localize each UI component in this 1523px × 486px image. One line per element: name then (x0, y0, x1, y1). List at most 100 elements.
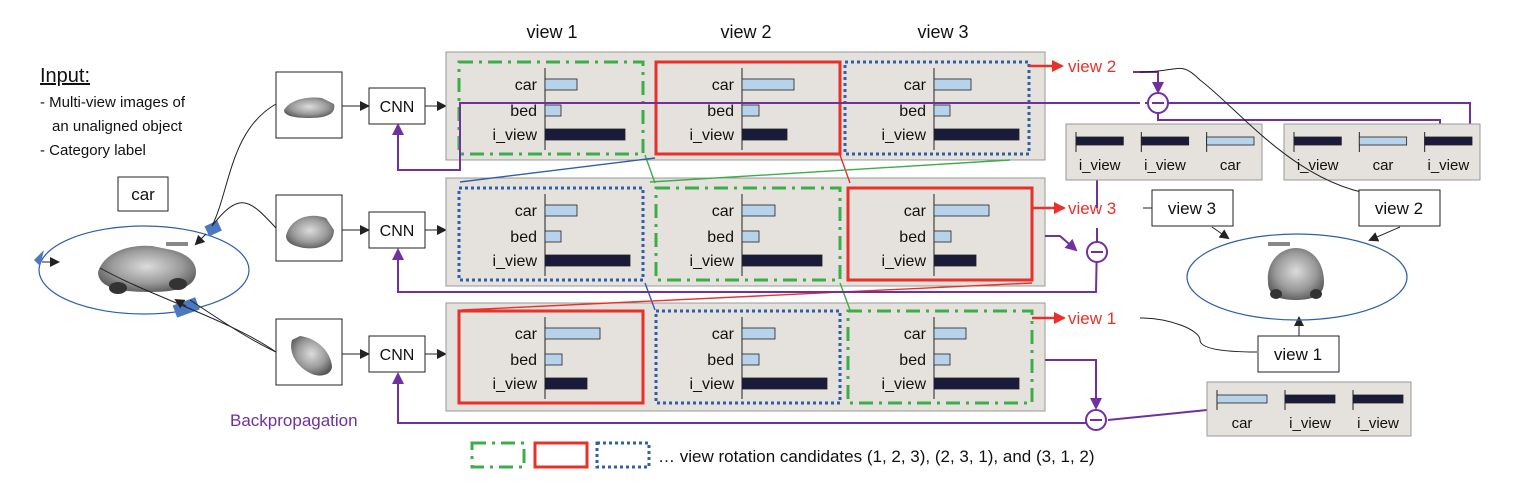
bar-label-i_view: i_view (690, 127, 735, 144)
cnn-box-1 (368, 87, 426, 125)
candidate-blue-r2 (457, 186, 645, 282)
right-view-box-3 (1151, 189, 1234, 227)
target-bar-car (1358, 136, 1408, 146)
target-label-i_view: i_view (1427, 157, 1469, 174)
target-label-car: car (1232, 415, 1253, 432)
cnn-box-2 (368, 211, 426, 249)
bar-label-bed: bed (510, 103, 537, 120)
bar-car (544, 78, 578, 91)
bar-label-bed: bed (510, 229, 537, 246)
bar-bed (741, 353, 760, 366)
bar-label-i_view: i_view (882, 376, 927, 393)
bar-i_view (544, 128, 626, 141)
target-bar-car (1206, 136, 1255, 146)
target-label-i_view: i_view (1079, 157, 1121, 174)
right-view-box-1 (1257, 335, 1340, 373)
bar-label-bed: bed (899, 103, 926, 120)
target-label-i_view: i_view (1297, 157, 1339, 174)
aligned-car-render (1267, 242, 1324, 300)
right-view-box-2 (1358, 189, 1441, 227)
target-bar-i_view (1293, 136, 1342, 146)
bar-i_view (933, 128, 1020, 141)
bar-car (544, 204, 578, 217)
subtract-node-1 (1147, 92, 1169, 114)
category-label: car (131, 185, 155, 204)
bar-label-i_view: i_view (882, 127, 927, 144)
bar-i_view (933, 377, 1020, 390)
output-label-3: view 1 (1068, 309, 1116, 328)
target-bar-car (1216, 394, 1268, 404)
target-bar-i_view (1140, 136, 1190, 146)
view-header-3: view 3 (917, 22, 968, 42)
bar-label-bed: bed (510, 352, 537, 369)
bar-bed (544, 230, 562, 243)
candidate-green-r3 (846, 309, 1034, 405)
subtract-node-2 (1086, 241, 1108, 263)
output-label-2: view 3 (1068, 199, 1116, 218)
category-box (117, 176, 169, 212)
bar-label-car: car (904, 203, 927, 220)
bar-label-bed: bed (707, 352, 734, 369)
view-header-1: view 1 (526, 22, 577, 42)
aligned-object-orbit (1186, 233, 1408, 321)
image-thumb-3 (275, 318, 343, 386)
legend-swatch-red (533, 441, 589, 469)
bar-bed (933, 353, 951, 366)
bar-i_view (741, 128, 788, 141)
bar-label-car: car (712, 203, 735, 220)
target-label-i_view: i_view (1144, 157, 1186, 174)
subtract-node-3 (1085, 409, 1107, 431)
candidate-red-r2 (846, 186, 1034, 282)
input-line-2: an unaligned object (52, 118, 183, 135)
candidate-green-r2 (654, 186, 842, 282)
target-label-car: car (1373, 157, 1394, 174)
bar-label-i_view: i_view (690, 253, 735, 270)
candidate-blue-r1 (843, 60, 1031, 156)
target-label-i_view: i_view (1357, 415, 1399, 432)
target-panel (1206, 381, 1412, 437)
bar-label-car: car (904, 326, 927, 343)
bar-car (741, 204, 776, 217)
bar-label-bed: bed (899, 352, 926, 369)
bar-label-i_view: i_view (493, 253, 538, 270)
legend-text: … view rotation candidates (1, 2, 3), (2… (658, 447, 1095, 466)
legend-swatch-blue (595, 441, 651, 469)
bar-i_view (741, 377, 828, 390)
bar-label-car: car (712, 326, 735, 343)
bar-label-i_view: i_view (493, 376, 538, 393)
bar-i_view (933, 254, 977, 267)
backprop-label: Backpropagation (230, 411, 358, 430)
target-panel (1283, 123, 1481, 181)
right-view-label-2: view 2 (1375, 199, 1423, 218)
score-cells: carbedi_viewcarbedi_viewcarbedi_viewcarb… (493, 68, 1020, 399)
bar-car (544, 327, 601, 340)
bar-label-car: car (712, 77, 735, 94)
bar-label-i_view: i_view (882, 253, 927, 270)
cnn-box-3 (368, 335, 426, 373)
input-line-1: - Multi-view images of (40, 94, 186, 111)
bar-bed (741, 104, 760, 117)
bar-label-i_view: i_view (690, 376, 735, 393)
output-label-1: view 2 (1068, 57, 1116, 76)
bar-bed (544, 353, 563, 366)
bar-car (933, 78, 972, 91)
candidate-red-r3 (457, 309, 645, 405)
cnn-label-1: CNN (380, 99, 415, 116)
bar-i_view (544, 254, 631, 267)
bar-bed (933, 230, 952, 243)
target-label-car: car (1220, 157, 1241, 174)
target-panel (1065, 123, 1263, 181)
bar-i_view (741, 254, 823, 267)
candidate-blue-r3 (654, 309, 842, 405)
bar-label-car: car (904, 77, 927, 94)
bar-label-i_view: i_view (493, 127, 538, 144)
bar-car (741, 327, 776, 340)
target-bar-i_view (1424, 136, 1473, 146)
bar-car (933, 327, 967, 340)
target-bar-i_view (1075, 136, 1124, 146)
bar-bed (741, 230, 760, 243)
view-header-2: view 2 (720, 22, 771, 42)
cnn-label-2: CNN (380, 223, 415, 240)
